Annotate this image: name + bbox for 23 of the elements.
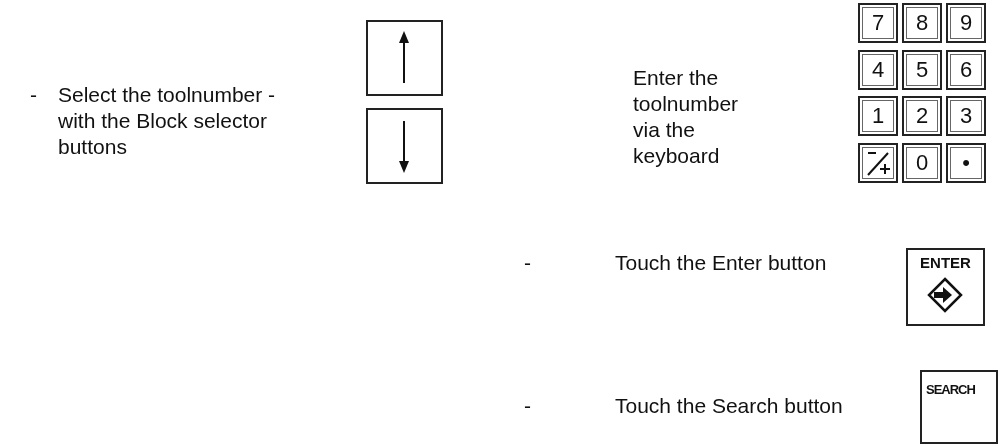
key-button: 6 [946, 50, 986, 90]
instruction-text: Enter the toolnumber via the keyboard [633, 65, 740, 169]
instruction-text: Select the toolnumber - with the Block selector buttons [58, 82, 277, 160]
key-button: • [946, 143, 986, 183]
instruction-text: Touch the Search button [615, 393, 844, 419]
bullet-dash: - [30, 82, 38, 108]
key-button: 1 [858, 96, 898, 136]
bullet-dash: - [524, 393, 532, 419]
key-button [366, 108, 443, 184]
key-button: 9 [946, 3, 986, 43]
bullet-dash: - [524, 250, 532, 276]
key-button: 0 [902, 143, 942, 183]
key-button: 8 [902, 3, 942, 43]
key-button [366, 20, 443, 96]
instruction-text: Touch the Enter button [615, 250, 828, 276]
key-button: 4 [858, 50, 898, 90]
key-button: 3 [946, 96, 986, 136]
key-button: 7 [858, 3, 898, 43]
key-button: 5 [902, 50, 942, 90]
key-button: 2 [902, 96, 942, 136]
key-button [858, 143, 898, 183]
enter-button: ENTER [906, 248, 985, 326]
search-button: SEARCH [920, 370, 998, 444]
